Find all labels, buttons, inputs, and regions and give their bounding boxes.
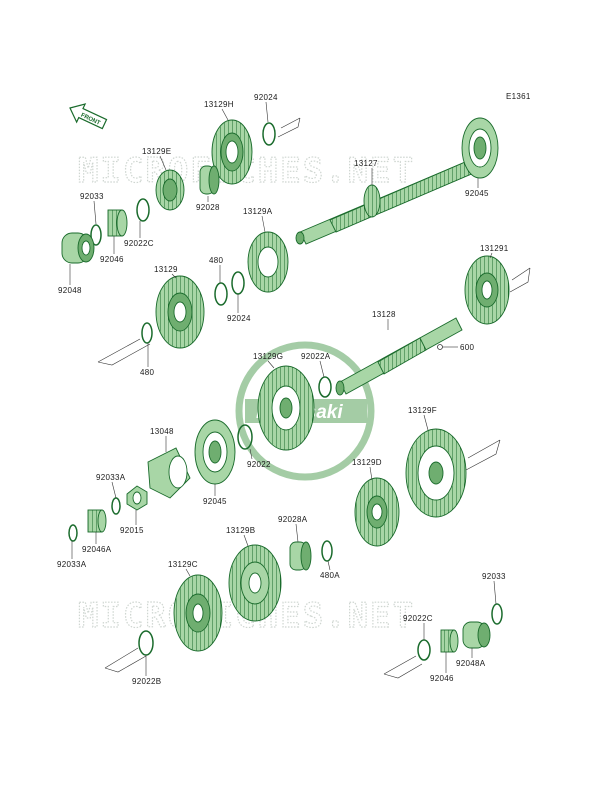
label-92048: 92048: [58, 286, 82, 295]
circlip-480A-icon: [321, 540, 333, 562]
gear-13129D-icon: [354, 477, 400, 547]
needle-bearing-92046-icon: [107, 209, 128, 237]
gear-131291-icon: [464, 255, 510, 325]
gear-13129-icon: [155, 275, 205, 349]
washer-92022-icon: [237, 424, 253, 450]
gear-13129H-icon: [211, 119, 253, 185]
label-92022C-top: 92022C: [124, 239, 154, 248]
label-92028A: 92028A: [278, 515, 308, 524]
label-13129B: 13129B: [226, 526, 255, 535]
label-92033-lower: 92033: [482, 572, 506, 581]
label-92022: 92022: [247, 460, 271, 469]
label-13129E: 13129E: [142, 147, 171, 156]
label-92033A-lower: 92033A: [57, 560, 87, 569]
circlip-92033A-upper-icon: [111, 497, 121, 515]
label-92045-middle: 92045: [203, 497, 227, 506]
gear-13129G-icon: [257, 365, 315, 451]
label-92046-top: 92046: [100, 255, 124, 264]
label-480-top: 480: [209, 256, 223, 265]
ball-bearing-92045-middle-icon: [194, 419, 236, 485]
collar-92048A-icon: [462, 621, 491, 649]
label-600: 600: [460, 343, 474, 352]
gear-13129C-icon: [173, 574, 223, 652]
circlip-480-lower-icon: [141, 322, 153, 344]
label-13129G: 13129G: [253, 352, 283, 361]
label-13129H: 13129H: [204, 100, 234, 109]
label-92046-lower: 92046: [430, 674, 454, 683]
collar-92048-icon: [61, 232, 95, 264]
label-92024-lower: 92024: [227, 314, 251, 323]
front-arrow-icon: FRONT: [69, 103, 108, 130]
circlip-92033-lower-icon: [491, 603, 503, 625]
circlip-480-upper-icon: [214, 282, 228, 306]
label-13129C: 13129C: [168, 560, 198, 569]
label-13127: 13127: [354, 159, 378, 168]
label-13129A: 13129A: [243, 207, 273, 216]
washer-92022A-icon: [318, 376, 332, 398]
gear-13129F-icon: [405, 428, 467, 518]
ring-92024-icon: [262, 122, 276, 146]
needle-bearing-92046A-icon: [87, 509, 107, 533]
ring-92024-lower-icon: [231, 271, 245, 295]
label-92046A: 92046A: [82, 545, 112, 554]
washer-92022C-icon: [136, 198, 150, 222]
needle-bearing-92046-lower-icon: [440, 629, 459, 653]
label-480A: 480A: [320, 571, 340, 580]
label-92048A: 92048A: [456, 659, 486, 668]
circlip-92033A-lower-icon: [68, 524, 78, 542]
gear-13129A-icon: [247, 231, 289, 293]
label-13128: 13128: [372, 310, 396, 319]
label-13129D: 13129D: [352, 458, 382, 467]
shaft-13128-icon: [335, 317, 463, 396]
ball-bearing-92045-top-icon: [461, 117, 499, 179]
hub-13048-icon: [147, 447, 191, 499]
label-92022A: 92022A: [301, 352, 331, 361]
washer-92022C-lower-icon: [417, 639, 431, 661]
label-92033-top: 92033: [80, 192, 104, 201]
label-480-lower: 480: [140, 368, 154, 377]
label-13129: 13129: [154, 265, 178, 274]
bearing-92028A-icon: [289, 541, 312, 571]
nut-92015-icon: [126, 485, 148, 511]
label-131291: 131291: [480, 244, 509, 253]
label-92022C-lower: 92022C: [403, 614, 433, 623]
label-92028: 92028: [196, 203, 220, 212]
pin-600-icon: [437, 344, 443, 350]
label-92022B: 92022B: [132, 677, 161, 686]
label-92033A-upper: 92033A: [96, 473, 126, 482]
gear-13129E-icon: [155, 169, 185, 211]
label-92024-top: 92024: [254, 93, 278, 102]
gear-13129B-icon: [228, 544, 282, 622]
circlip-92033-icon: [90, 224, 102, 246]
part-labels: 13129H 92024 13129E 92033 92028 13127 92…: [57, 93, 509, 686]
diagram-code: E1361: [506, 92, 531, 101]
label-13129F: 13129F: [408, 406, 437, 415]
label-92045-top: 92045: [465, 189, 489, 198]
label-leaders: [69, 101, 497, 676]
label-13048: 13048: [150, 427, 174, 436]
bearing-92028-icon: [199, 165, 220, 195]
label-92015: 92015: [120, 526, 144, 535]
